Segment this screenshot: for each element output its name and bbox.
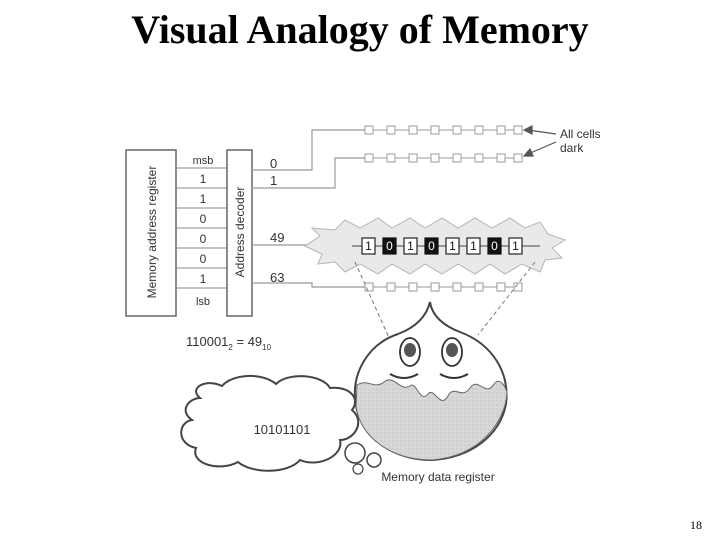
brain-fill — [355, 379, 508, 461]
annotation-dark: dark — [560, 141, 584, 155]
cell — [361, 237, 376, 255]
cell — [466, 237, 481, 255]
cell-bit: 0 — [428, 239, 435, 253]
memory-data-register-label: Memory data register — [381, 470, 494, 484]
cell — [424, 237, 439, 255]
decoder-label: Address decoder — [233, 187, 247, 278]
annotation-arrows — [522, 125, 557, 157]
conversion-equation: 1100012 = 4910 — [186, 334, 272, 352]
cell-bit: 0 — [386, 239, 393, 253]
address-decoder: Address decoder — [226, 149, 253, 317]
row-label-0: 0 — [270, 156, 277, 171]
lsb-label: lsb — [196, 296, 210, 308]
row-label-49: 49 — [270, 230, 284, 245]
msb-label: msb — [193, 155, 214, 167]
annotation-all-cells: All cells — [560, 127, 601, 141]
cell — [382, 237, 397, 255]
memory-address-register: Memory address register — [125, 149, 177, 317]
address-bit-rows — [176, 167, 227, 289]
cell-bit: 1 — [449, 239, 456, 253]
cell-bit: 1 — [365, 239, 372, 253]
dark-cell-row-1 — [364, 153, 523, 163]
view-dashed-lines — [354, 261, 536, 341]
address-bit: 1 — [200, 172, 207, 186]
address-bit: 0 — [200, 252, 207, 266]
memory-data-register-character — [353, 301, 508, 462]
cell-bit: 1 — [512, 239, 519, 253]
page-number: 18 — [690, 518, 702, 532]
slide-title: Visual Analogy of Memory — [131, 7, 589, 52]
register-label: Memory address register — [145, 166, 159, 299]
dark-cell-row-63 — [364, 282, 523, 292]
address-bit: 1 — [200, 192, 207, 206]
address-bit: 0 — [200, 232, 207, 246]
row-label-63: 63 — [270, 270, 284, 285]
thought-bubble — [180, 374, 382, 475]
row-label-1: 1 — [270, 173, 277, 188]
cell-bit: 1 — [407, 239, 414, 253]
cell-bit: 1 — [470, 239, 477, 253]
cell-bit: 0 — [491, 239, 498, 253]
dark-cell-row-0 — [364, 125, 523, 135]
cell — [508, 237, 523, 255]
cell — [403, 237, 418, 255]
cell — [487, 237, 502, 255]
cell — [445, 237, 460, 255]
thought-value: 10101101 — [254, 422, 311, 437]
highlighted-cell-row-49: 1 0 1 0 1 1 0 1 — [352, 237, 540, 255]
address-bit: 1 — [200, 272, 207, 286]
address-bit: 0 — [200, 212, 207, 226]
